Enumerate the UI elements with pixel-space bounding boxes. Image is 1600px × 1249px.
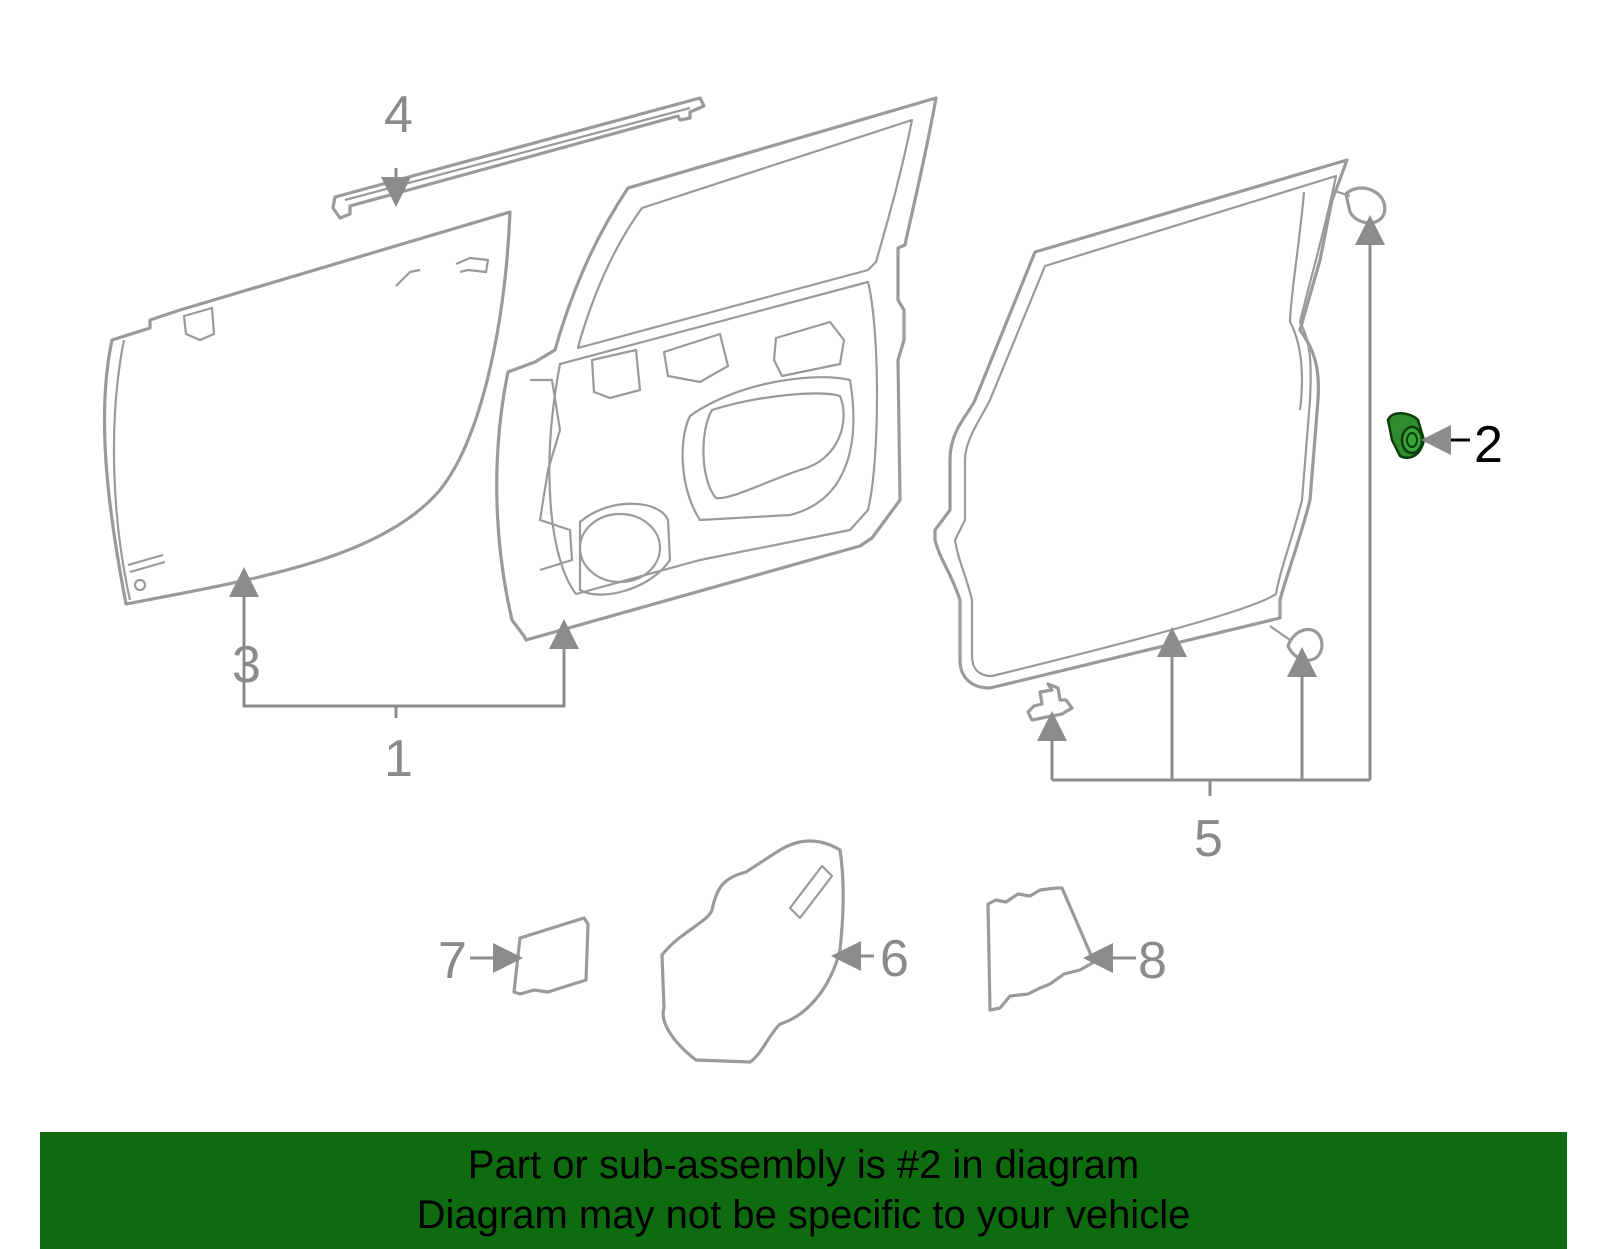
door-shell-part	[495, 96, 938, 642]
callout-1[interactable]: 1	[384, 730, 413, 788]
callout-leaders	[229, 168, 1470, 973]
access-cover-part	[660, 839, 845, 1064]
banner-line-1: Part or sub-assembly is #2 in diagram	[467, 1143, 1140, 1187]
banner-line-2: Diagram may not be specific to your vehi…	[416, 1193, 1191, 1237]
callout-6[interactable]: 6	[880, 930, 909, 988]
info-banner: Part or sub-assembly is #2 in diagram Di…	[40, 1132, 1567, 1249]
callout-8[interactable]: 8	[1138, 932, 1167, 990]
panel-part-8	[986, 886, 1096, 1012]
callout-4[interactable]: 4	[384, 86, 413, 144]
weatherstrip-part	[933, 158, 1387, 722]
callout-5[interactable]: 5	[1194, 810, 1223, 868]
callout-2[interactable]: 2	[1474, 416, 1503, 474]
door-glass-part	[102, 210, 512, 606]
callout-7[interactable]: 7	[438, 932, 467, 990]
callout-3[interactable]: 3	[232, 636, 261, 694]
small-pad-part	[512, 916, 590, 996]
leader-1-bracket	[242, 638, 566, 708]
clip-part-highlighted	[1386, 412, 1426, 459]
